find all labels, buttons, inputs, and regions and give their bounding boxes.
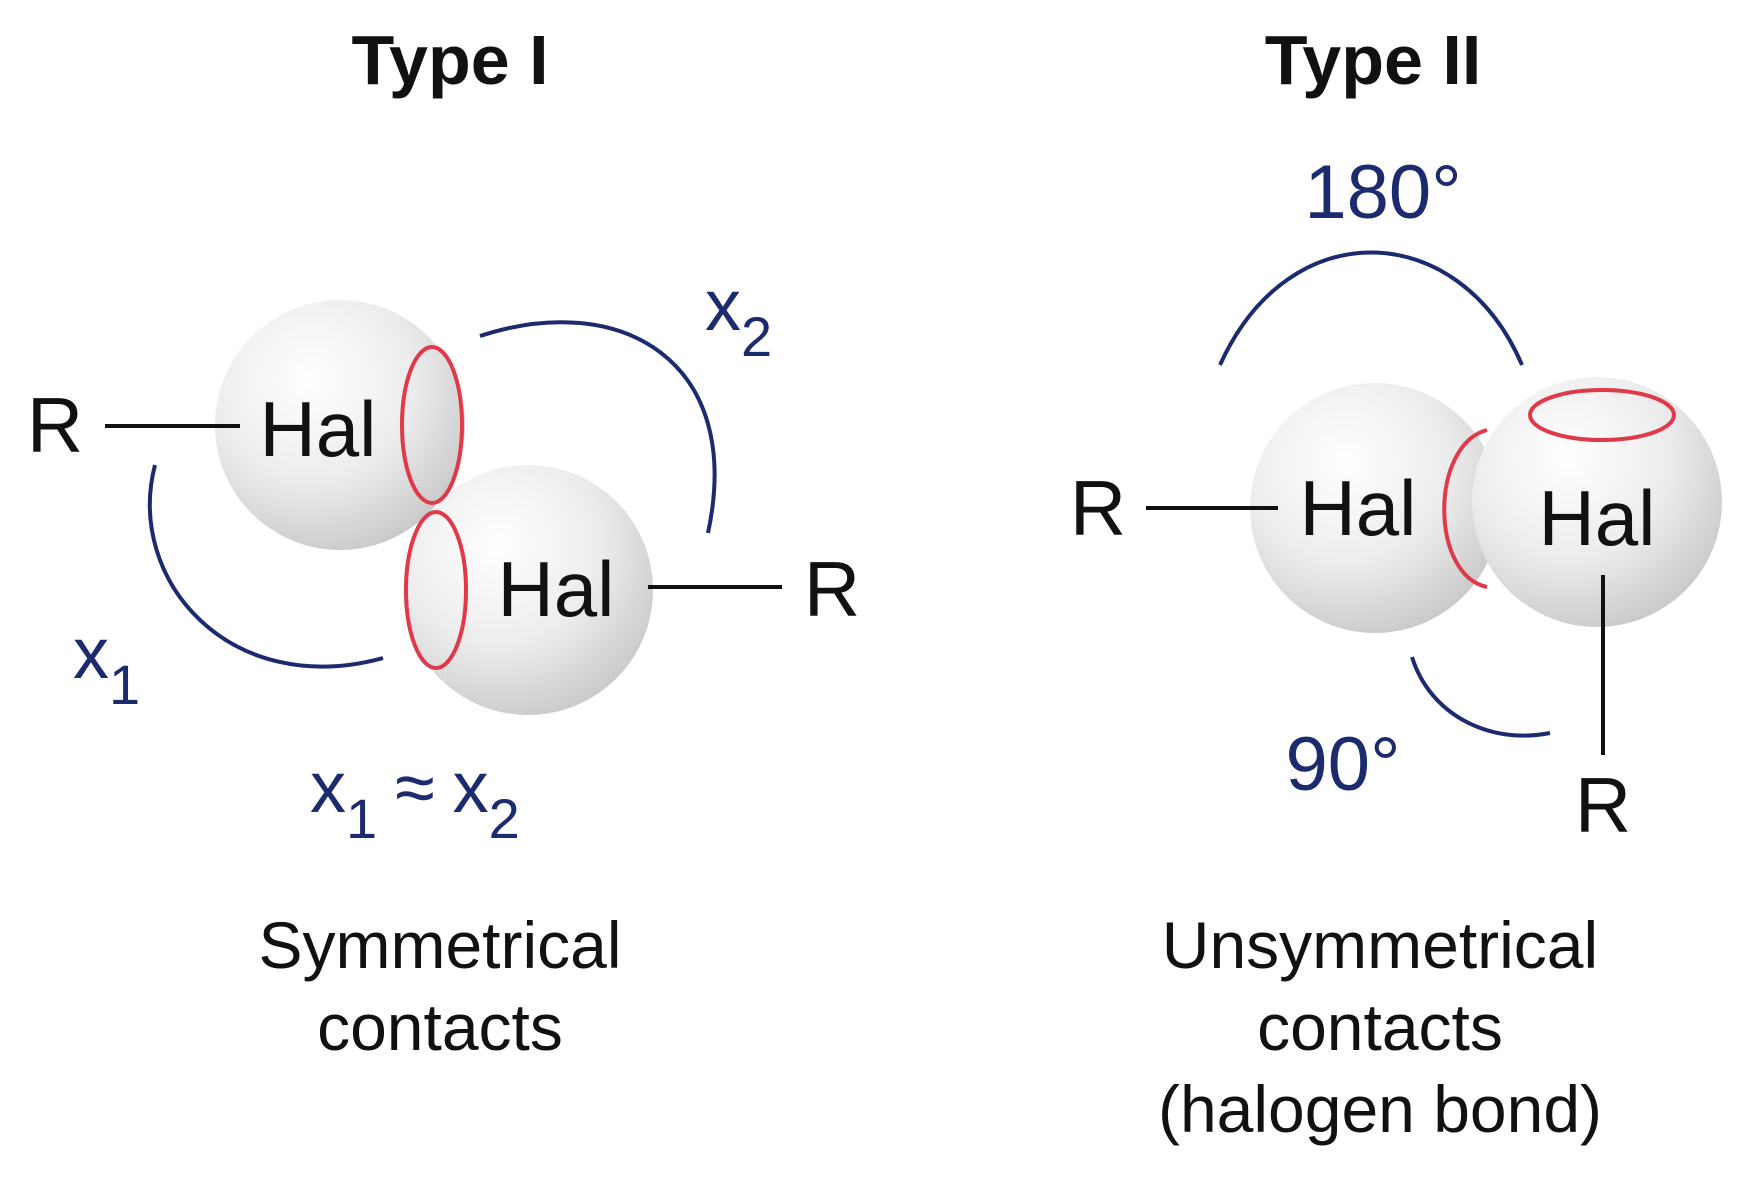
type-2-atom-r-left: R: [1070, 464, 1126, 552]
type-1-atom-hal-lower: Hal: [497, 545, 614, 633]
type-2-title: Type II: [1265, 21, 1482, 99]
type-1-title: Type I: [351, 21, 548, 99]
type-2-atom-r-bottom: R: [1575, 761, 1631, 849]
type-1-angle-arc-x1: [148, 464, 384, 669]
type-1-halogen-sphere-lower: [403, 465, 653, 715]
type-1-panel: Type I R Hal Hal R x1 x2 x1≈x2 Symmetric…: [27, 21, 860, 1064]
type-2-sigma-hole-side: [1442, 428, 1488, 589]
type-2-atom-hal-left: Hal: [1299, 464, 1416, 552]
type-2-caption-line-1: Unsymmetrical: [1162, 908, 1598, 982]
type-2-halogen-sphere-left: [1250, 383, 1500, 633]
type-1-atom-r-left: R: [27, 381, 83, 469]
type-1-angle-label-x2: x2: [705, 266, 772, 368]
type-1-halogen-sphere-upper: [215, 300, 465, 550]
type-2-caption-line-3: (halogen bond): [1158, 1072, 1602, 1146]
type-1-relation: x1≈x2: [310, 748, 520, 850]
type-2-angle-label-180: 180°: [1304, 150, 1461, 235]
type-2-angle-arc-180: [1218, 250, 1524, 366]
type-2-angle-arc-90: [1410, 656, 1551, 738]
type-1-angle-arc-x2: [479, 320, 717, 534]
type-1-atom-hal-upper: Hal: [259, 385, 376, 473]
type-1-sigma-hole-upper: [400, 345, 464, 505]
type-2-atom-hal-right: Hal: [1538, 474, 1655, 562]
type-2-caption-line-2: contacts: [1257, 990, 1503, 1064]
type-1-atom-r-right: R: [804, 545, 860, 633]
type-1-sigma-hole-lower: [404, 510, 468, 670]
type-1-caption-line-2: contacts: [317, 990, 563, 1064]
type-2-panel: Type II R Hal Hal R 180° 90° Unsymmetric…: [1070, 21, 1722, 1146]
type-2-angle-label-90: 90°: [1286, 722, 1401, 807]
type-2-halogen-sphere-right: [1472, 377, 1722, 627]
type-1-angle-label-x1: x1: [73, 614, 140, 716]
type-1-caption-line-1: Symmetrical: [258, 908, 621, 982]
type-2-sigma-hole-top: [1528, 388, 1676, 442]
